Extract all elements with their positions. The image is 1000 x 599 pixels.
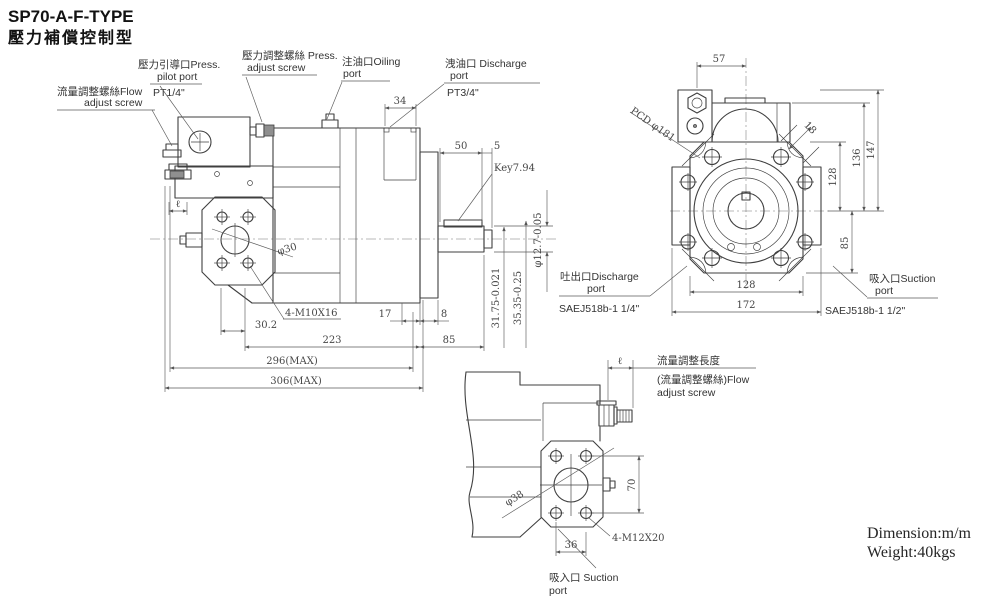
dim-h136: 136 bbox=[852, 148, 863, 167]
dim-h85: 85 bbox=[840, 237, 851, 250]
label-drain-port-cn: 洩油口 Discharge bbox=[445, 57, 527, 70]
dim-h147: 147 bbox=[866, 140, 877, 159]
note-dimension-unit: Dimension:m/m bbox=[867, 525, 972, 542]
label-pilot-port-size: PT1/4" bbox=[153, 87, 185, 99]
label-bolt-m10: 4-M10X16 bbox=[285, 308, 338, 319]
dim-h128: 128 bbox=[828, 167, 839, 186]
label-bottom-suction-en: port bbox=[549, 585, 567, 597]
label-flow-adjust-en: adjust screw bbox=[84, 97, 143, 109]
dim-296: 296(MAX) bbox=[266, 356, 318, 367]
dim-36: 36 bbox=[565, 540, 578, 551]
label-oiling-port-cn: 注油口Oiling bbox=[342, 55, 401, 68]
label-oiling-port-en: port bbox=[343, 68, 361, 80]
label-bolt-m12: 4-M12X20 bbox=[612, 533, 665, 544]
label-suction-en: port bbox=[875, 285, 893, 297]
label-flow-adjust-cn: 流量調整螺絲Flow bbox=[57, 85, 143, 98]
bottom-view-linework bbox=[464, 371, 633, 538]
dim-shaft-dia: φ12.7-0.05 bbox=[533, 213, 544, 268]
note-weight: Weight:40kgs bbox=[867, 544, 955, 561]
label-press-adjust-en: adjust screw bbox=[247, 62, 306, 74]
title-block: SP70-A-F-TYPE 壓力補償控制型 bbox=[8, 7, 134, 47]
label-press-adjust-cn: 壓力調整螺絲 Press. bbox=[242, 49, 338, 62]
dim-85: 85 bbox=[443, 335, 456, 346]
label-suction-cn: 吸入口Suction bbox=[869, 273, 936, 285]
label-discharge-size: SAEJ518b-1 1/4" bbox=[559, 303, 639, 315]
dim-5: 5 bbox=[494, 141, 500, 152]
dim-70: 70 bbox=[627, 479, 638, 492]
dim-w128: 128 bbox=[736, 280, 755, 291]
page-title: SP70-A-F-TYPE bbox=[8, 7, 134, 26]
dim-17: 17 bbox=[379, 309, 392, 320]
notes-block: Dimension:m/m Weight:40kgs bbox=[867, 525, 972, 561]
label-bottom-suction-cn: 吸入口 Suction bbox=[549, 572, 619, 584]
dim-ell-side: ℓ bbox=[176, 199, 181, 210]
dim-57: 57 bbox=[713, 54, 726, 65]
page-subtitle: 壓力補償控制型 bbox=[8, 28, 134, 47]
dim-dia30: φ30 bbox=[276, 241, 298, 257]
dim-223: 223 bbox=[322, 335, 341, 346]
rear-view-dimensions: 57 PCD φ181 18 128 85 136 147 bbox=[628, 54, 884, 316]
dim-50: 50 bbox=[455, 141, 468, 152]
label-flow-length: 流量調整長度 bbox=[657, 354, 720, 367]
dim-31-75: 31.75-0.021 bbox=[491, 268, 502, 329]
rear-view: 57 PCD φ181 18 128 85 136 147 bbox=[559, 54, 938, 317]
label-suction-size: SAEJ518b-1 1/2" bbox=[825, 305, 905, 317]
label-discharge-en: port bbox=[587, 283, 605, 295]
dim-35-35: 35.35-0.25 bbox=[513, 271, 524, 325]
label-key: Key7.94 bbox=[494, 163, 535, 174]
side-view: 34 50 5 Key7.94 φ12.7-0.05 31.75-0.021 3… bbox=[57, 49, 556, 392]
dim-dia38: φ38 bbox=[503, 489, 526, 509]
dim-8: 8 bbox=[441, 309, 447, 320]
dim-306: 306(MAX) bbox=[270, 376, 322, 387]
dim-w172: 172 bbox=[736, 300, 755, 311]
rear-view-labels: 吐出口Discharge port SAEJ518b-1 1/4" 吸入口Suc… bbox=[559, 265, 938, 317]
label-pilot-port-en: pilot port bbox=[157, 71, 197, 83]
bottom-view-dimensions: ℓ 流量調整長度 (流量調整螺絲)Flow adjust screw φ38 7… bbox=[501, 354, 756, 597]
label-flow-screw-en: adjust screw bbox=[657, 387, 716, 399]
dim-34: 34 bbox=[394, 96, 407, 107]
side-view-linework bbox=[150, 113, 556, 304]
label-discharge-cn: 吐出口Discharge bbox=[560, 270, 639, 283]
bottom-view: ℓ 流量調整長度 (流量調整螺絲)Flow adjust screw φ38 7… bbox=[464, 354, 756, 597]
dim-30-2: 30.2 bbox=[255, 320, 277, 331]
label-pilot-port-cn: 壓力引導口Press. bbox=[138, 58, 220, 71]
label-drain-port-en: port bbox=[450, 70, 468, 82]
dim-pcd: PCD φ181 bbox=[628, 106, 677, 145]
side-view-labels: 流量調整螺絲Flow adjust screw 壓力引導口Press. pilo… bbox=[57, 49, 540, 147]
dim-ell-bottom: ℓ bbox=[618, 356, 623, 367]
rear-view-linework bbox=[670, 58, 832, 292]
side-view-dimensions: 34 50 5 Key7.94 φ12.7-0.05 31.75-0.021 3… bbox=[164, 96, 553, 392]
label-flow-screw-cn: (流量調整螺絲)Flow bbox=[657, 373, 750, 386]
label-drain-port-size: PT3/4" bbox=[447, 87, 479, 99]
